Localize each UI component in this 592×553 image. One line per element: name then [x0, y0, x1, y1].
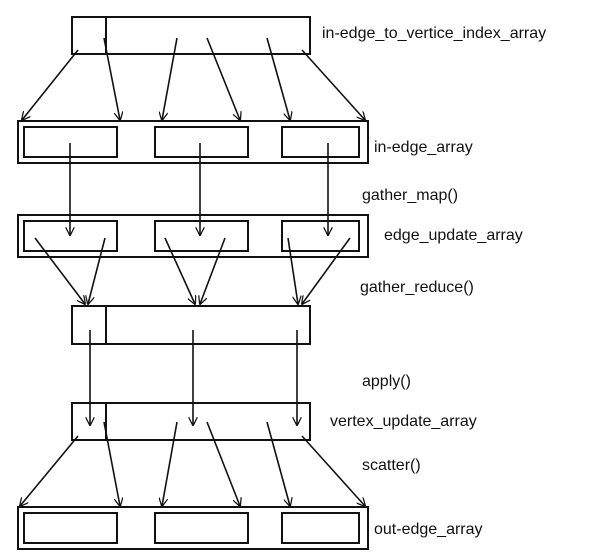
scatter-arrows — [20, 421, 365, 506]
out-edge-array-box — [17, 506, 369, 550]
gather-map-label: gather_map() — [362, 187, 458, 204]
vertex-update-array-box — [71, 402, 311, 441]
in-edge-to-vertice-index-array-label: in-edge_to_vertice_index_array — [322, 25, 546, 42]
index-to-in-edge-arrows — [22, 37, 365, 120]
gather-map-arrows — [70, 143, 328, 235]
in-edge-to-vertice-index-array-box — [71, 16, 311, 55]
gather-reduce-label: gather_reduce() — [360, 279, 474, 296]
scatter-label: scatter() — [362, 457, 421, 474]
in-edge-array-box — [17, 120, 369, 164]
apply-label: apply() — [362, 373, 411, 390]
apply-arrows — [90, 330, 297, 425]
gather-reduce-arrows — [34, 237, 351, 304]
edge-update-array-box — [17, 214, 369, 258]
edge-update-array-label: edge_update_array — [384, 227, 523, 244]
out-edge-array-label: out-edge_array — [374, 521, 483, 538]
gathered-vertex-array-box — [71, 305, 311, 345]
vertex-update-array-label: vertex_update_array — [330, 413, 477, 430]
in-edge-array-label: in-edge_array — [374, 139, 473, 156]
